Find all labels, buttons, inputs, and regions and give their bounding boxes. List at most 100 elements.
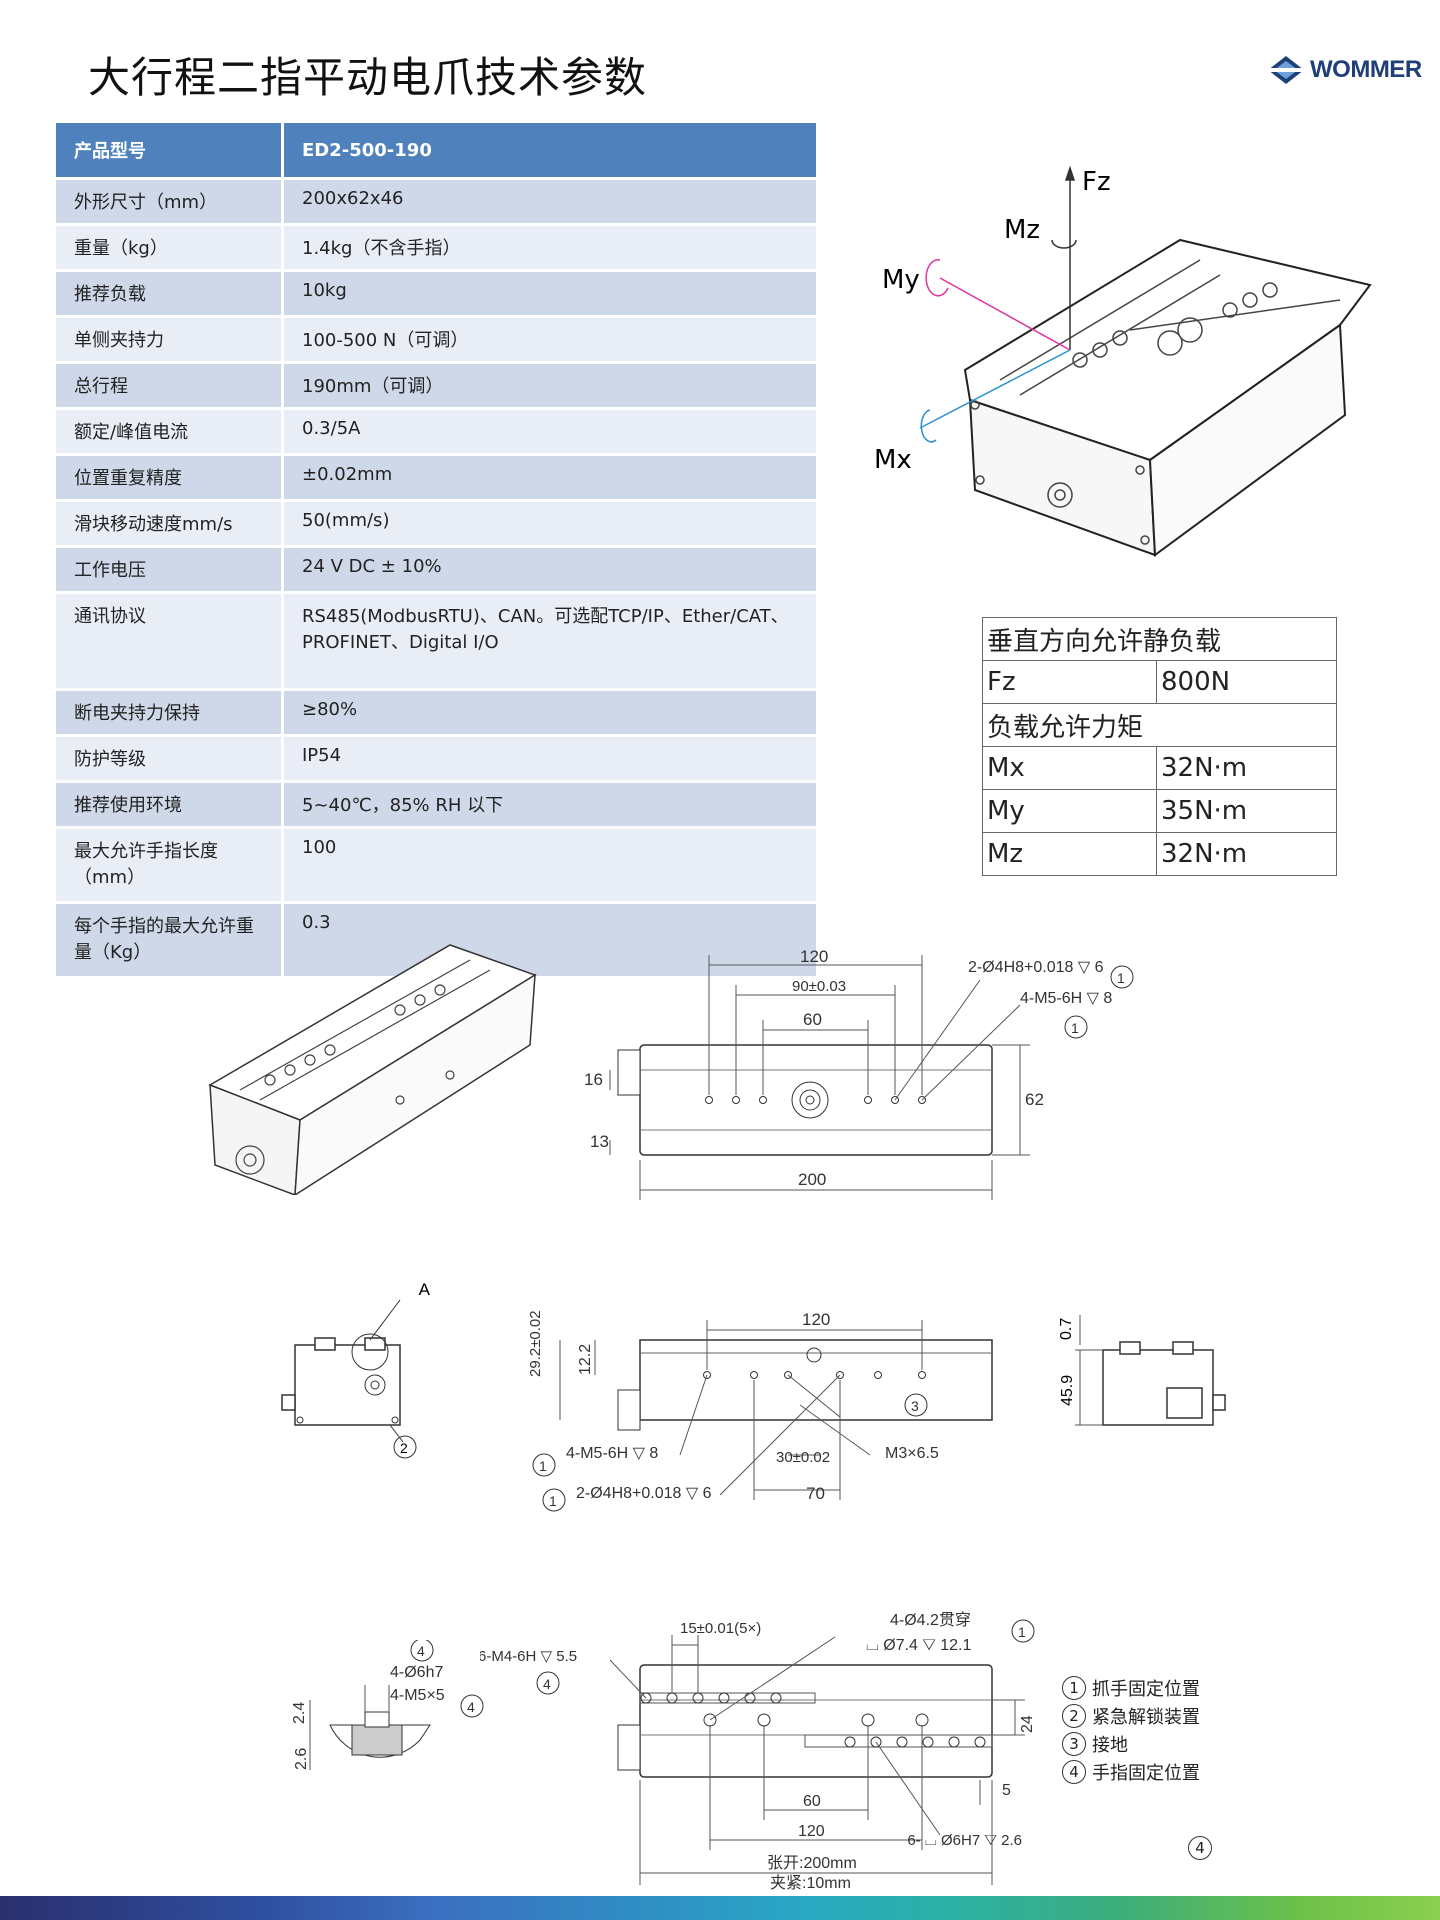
dim-90-top: 90±0.03 <box>792 978 846 995</box>
bottom-view-drawing: 6-M4-6H ▽ 5.5 15±0.01(5×) 4-Ø4.2贯穿 ⌴ Ø7.… <box>480 1611 1036 1890</box>
spec-row: 断电夹持力保持≥80% <box>56 691 819 734</box>
spec-value: IP54 <box>284 737 819 780</box>
load-moment-value: 32N·m <box>1156 832 1337 876</box>
spec-table: 产品型号 ED2-500-190 外形尺寸（mm）200x62x46 重量（kg… <box>56 120 819 979</box>
dim-200-top: 200 <box>798 1170 826 1189</box>
note-bottom-4: ⌴ Ø7.4 ▽ 12.1 <box>866 1637 972 1654</box>
legend-text: 抓手固定位置 <box>1092 1679 1200 1700</box>
gripper-iso-axes-drawing: Fz Mz My Mx <box>874 165 1372 557</box>
load-moment-title: 负载允许力矩 <box>982 703 1337 747</box>
callout-1: 1 <box>1117 970 1125 986</box>
dim-60-bottom: 60 <box>803 1793 821 1810</box>
spec-key: 重量（kg） <box>56 226 284 269</box>
top-view-drawing: 120 90±0.03 60 200 62 16 13 2-Ø4H8+0.018… <box>584 947 1134 1200</box>
note-detail-2: 4-M5×5 <box>390 1687 445 1704</box>
dim-24-detail: 2.4 <box>291 1702 308 1724</box>
note-bottom-5: 6- ⌴ Ø6H7 ▽ 2.6 <box>907 1832 1022 1849</box>
load-moment-label: My <box>982 789 1157 833</box>
legend-num: 2 <box>1062 1704 1086 1728</box>
callout-4: 4 <box>467 1699 475 1715</box>
spec-value: ≥80% <box>284 691 819 734</box>
open-stroke: 张开:200mm <box>767 1854 857 1872</box>
callout-4: 4 <box>1188 1836 1212 1860</box>
footer-gradient-band <box>0 1896 1440 1920</box>
end-view-left-drawing: A 2 <box>281 1280 430 1459</box>
load-fz-label: Fz <box>982 660 1157 704</box>
spec-key: 防护等级 <box>56 737 284 780</box>
spec-value: 24 V DC ± 10% <box>284 548 819 591</box>
spec-key: 推荐负载 <box>56 272 284 315</box>
callout-1: 1 <box>1018 1624 1026 1640</box>
spec-key: 滑块移动速度mm/s <box>56 502 284 545</box>
callout-3: 3 <box>911 1398 919 1414</box>
dim-13-top: 13 <box>590 1132 609 1151</box>
axis-my-label: My <box>882 265 920 295</box>
dim-16-top: 16 <box>584 1070 603 1089</box>
legend-num: 3 <box>1062 1732 1086 1756</box>
spec-value: 50(mm/s) <box>284 502 819 545</box>
dim-120-top: 120 <box>800 947 828 966</box>
logo: WOMMER <box>1268 56 1422 84</box>
spec-header-key: 产品型号 <box>56 123 284 177</box>
dim-29-side: 29.2±0.02 <box>527 1310 544 1377</box>
spec-row: 每个手指的最大允许重量（Kg）0.3 <box>56 904 819 976</box>
callout-1: 1 <box>539 1458 547 1474</box>
note-side-1: 4-M5-6H ▽ 8 <box>566 1445 658 1462</box>
spec-value: RS485(ModbusRTU)、CAN。可选配TCP/IP、Ether/CAT… <box>284 594 819 688</box>
spec-value: ±0.02mm <box>284 456 819 499</box>
dim-30-side: 30±0.02 <box>776 1449 830 1466</box>
spec-row: 外形尺寸（mm）200x62x46 <box>56 180 819 223</box>
detail-section-drawing: 2.4 2.6 4-Ø6h7 4-M5×5 4 4 <box>291 1640 484 1770</box>
wommer-logo-icon <box>1268 56 1304 84</box>
load-fz-value: 800N <box>1156 660 1337 704</box>
load-moment-value: 32N·m <box>1156 746 1337 790</box>
dim-70-side: 70 <box>806 1484 825 1503</box>
note-bottom-1: 6-M4-6H ▽ 5.5 <box>480 1648 577 1665</box>
axis-mz-label: Mz <box>1004 215 1040 245</box>
dim-5-bottom: 5 <box>1002 1782 1011 1799</box>
axis-mx-label: Mx <box>874 445 912 475</box>
spec-key: 额定/峰值电流 <box>56 410 284 453</box>
dim-07: 0.7 <box>1058 1318 1075 1340</box>
spec-row: 最大允许手指长度（mm）100 <box>56 829 819 901</box>
legend-num: 4 <box>1062 1760 1086 1784</box>
spec-row: 重量（kg）1.4kg（不含手指） <box>56 226 819 269</box>
spec-value: 100 <box>284 829 819 901</box>
spec-header-row: 产品型号 ED2-500-190 <box>56 123 819 177</box>
note-top-2: 4-M5-6H ▽ 8 <box>1020 990 1112 1007</box>
spec-value: 5~40℃，85% RH 以下 <box>284 783 819 826</box>
note-detail-1: 4-Ø6h7 <box>390 1664 443 1681</box>
note-bottom-2: 15±0.01(5×) <box>680 1620 761 1637</box>
dim-26-detail: 2.6 <box>293 1748 310 1770</box>
detail-a-label: A <box>419 1280 430 1299</box>
load-moment-value: 35N·m <box>1156 789 1337 833</box>
callout-1: 1 <box>549 1493 557 1509</box>
legend-num: 1 <box>1062 1676 1086 1700</box>
callout-4: 4 <box>543 1676 551 1692</box>
note-bottom-3: 4-Ø4.2贯穿 <box>890 1611 971 1629</box>
note-top-1: 2-Ø4H8+0.018 ▽ 6 <box>968 959 1104 976</box>
spec-row: 位置重复精度±0.02mm <box>56 456 819 499</box>
callout-2: 2 <box>400 1440 408 1456</box>
load-moment-label: Mx <box>982 746 1157 790</box>
gripper-iso-small-drawing <box>208 944 537 1195</box>
note-side-2: 2-Ø4H8+0.018 ▽ 6 <box>576 1485 712 1502</box>
callout-1: 1 <box>1071 1020 1079 1036</box>
spec-key: 外形尺寸（mm） <box>56 180 284 223</box>
bottom-callout-4: 4 <box>1188 1836 1212 1860</box>
spec-key: 通讯协议 <box>56 594 284 688</box>
end-view-right-drawing: 0.7 45.9 <box>1058 1315 1226 1426</box>
side-view-drawing: 120 29.2±0.02 12.2 30±0.02 70 4-M5-6H ▽ … <box>527 1310 993 1512</box>
page-title: 大行程二指平动电爪技术参数 <box>88 53 648 102</box>
dim-60-top: 60 <box>803 1010 822 1029</box>
dim-120-bottom: 120 <box>798 1823 825 1840</box>
